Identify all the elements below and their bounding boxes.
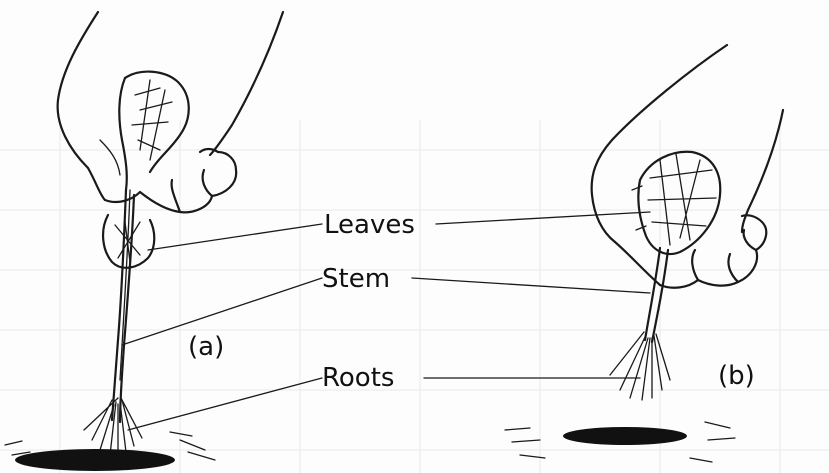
roots-leader-a: [128, 378, 322, 430]
label-panel-b: (b): [718, 361, 755, 391]
hand-a-icon: [58, 12, 283, 212]
hand-b-icon: [592, 45, 783, 288]
label-stem: Stem: [322, 264, 390, 294]
seedling-a-roots: [84, 398, 142, 455]
seedling-b-stem: [645, 248, 668, 342]
label-roots: Roots: [322, 363, 394, 393]
seedling-b-leaves: [632, 152, 720, 254]
label-leaves: Leaves: [324, 210, 415, 240]
seedling-a-leaves: [103, 72, 189, 268]
leaves-leader-b: [436, 212, 650, 224]
stem-leader-b: [412, 278, 650, 293]
leader-lines: [122, 212, 650, 430]
soil-a: [5, 432, 215, 471]
label-panel-a: (a): [188, 332, 224, 362]
leaves-leader-a: [148, 224, 322, 250]
